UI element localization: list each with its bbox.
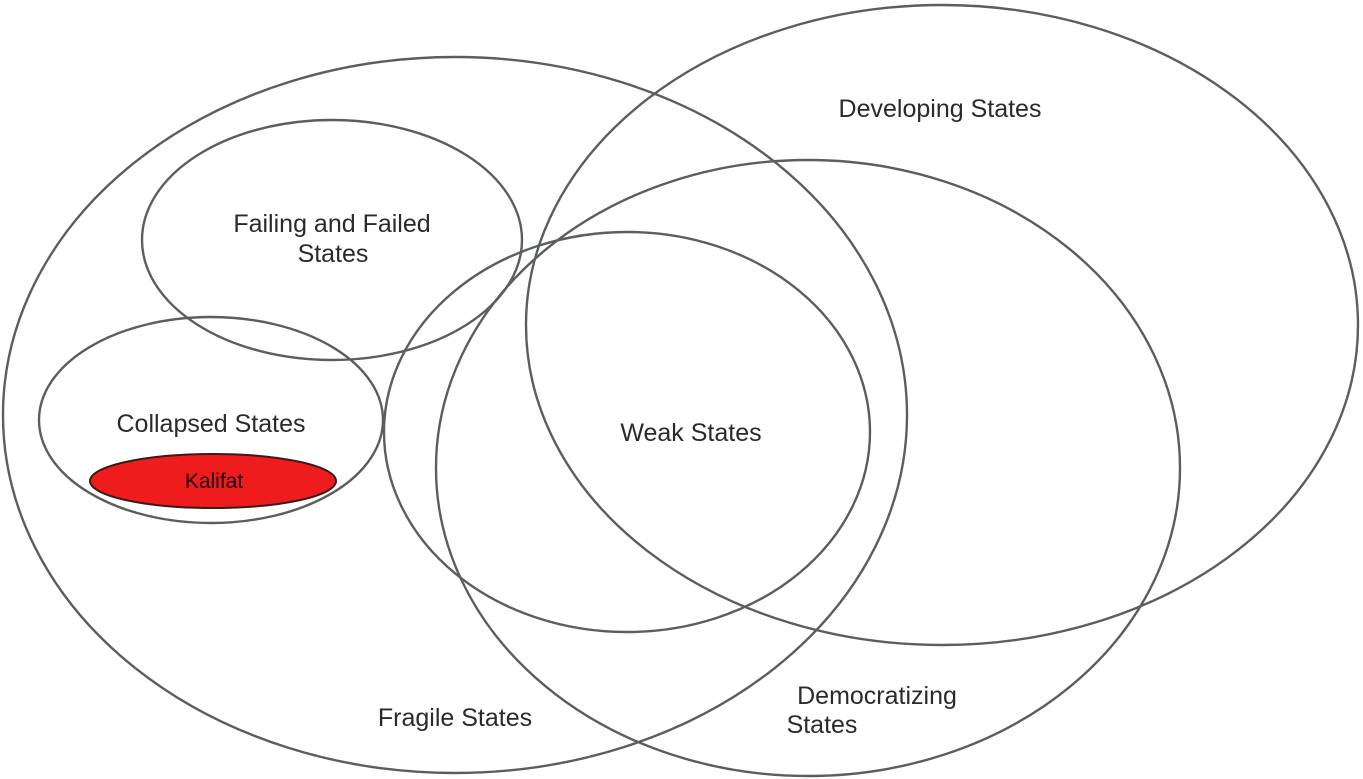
democratizing-states-ellipse bbox=[434, 158, 1182, 778]
failing-states-label-line1: Failing and Failed bbox=[233, 210, 430, 238]
collapsed-states-ellipse bbox=[37, 315, 385, 525]
democratizing-states-label-line2: States bbox=[787, 711, 858, 739]
developing-states-label: Developing States bbox=[839, 95, 1042, 123]
developing-states-ellipse bbox=[524, 3, 1360, 647]
failing-states-ellipse bbox=[140, 118, 524, 362]
weak-states-label: Weak States bbox=[620, 419, 761, 447]
democratizing-states-label-line1: Democratizing bbox=[797, 682, 957, 710]
collapsed-states-label: Collapsed States bbox=[116, 410, 305, 438]
weak-states-ellipse bbox=[382, 230, 872, 634]
kalifat-label: Kalifat bbox=[185, 470, 244, 493]
fragile-states-label: Fragile States bbox=[378, 704, 532, 732]
failing-states-label-line2: States bbox=[298, 240, 369, 268]
kalifat-ellipse bbox=[89, 453, 337, 509]
fragile-states-ellipse bbox=[1, 55, 909, 775]
